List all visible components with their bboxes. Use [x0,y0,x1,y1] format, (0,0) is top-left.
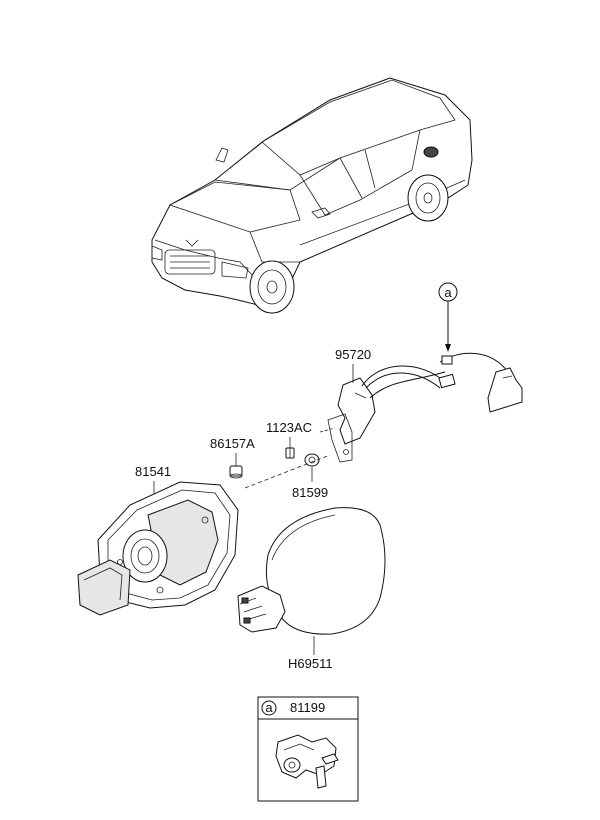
label-81599: 81599 [292,485,328,500]
screw-1123AC [285,447,295,459]
fuel-door [237,507,386,635]
label-86157A: 86157A [210,436,255,451]
actuator-cable [327,352,523,463]
label-H69511: H69511 [288,656,333,671]
callout-a-label: a [444,285,452,300]
clip-icon [275,734,339,789]
callout-a: a [438,282,458,352]
label-81541: 81541 [135,464,171,479]
fuel-filler-housing [77,481,239,616]
clip-81599 [304,453,320,467]
label-1123AC: 1123AC [266,420,312,435]
inset-box: a 81199 [257,696,359,802]
inset-marker: a [265,700,273,715]
vehicle-illustration [151,77,473,314]
label-95720: 95720 [335,347,371,362]
inset-part-number: 81199 [290,700,325,715]
bumper-86157A [229,465,243,479]
